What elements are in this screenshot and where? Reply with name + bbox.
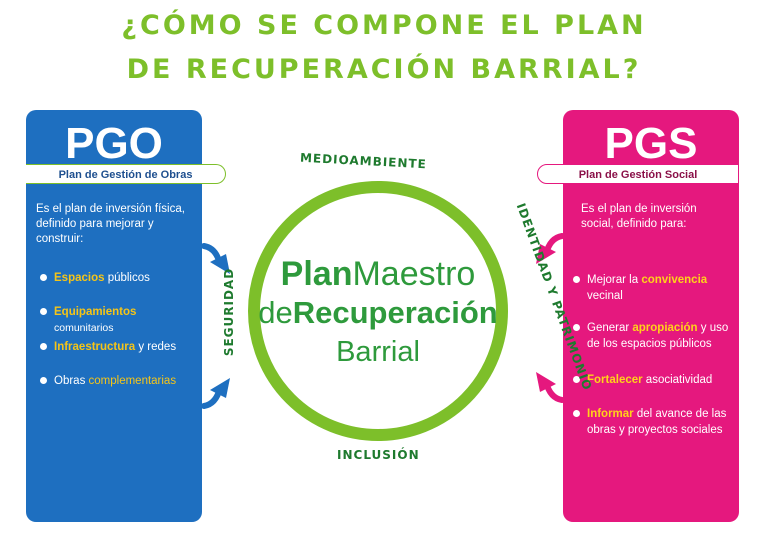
list-item: Generar apropiación y uso de los espacio…	[573, 320, 731, 352]
item-text: y redes	[135, 341, 177, 353]
item-text: asociatividad	[642, 374, 713, 386]
arrow-pgo-top-icon	[202, 243, 230, 274]
arrow-pgs-top-icon	[536, 233, 564, 264]
item-text: del avance de las obras y proyectos soci…	[587, 408, 727, 436]
bullet-icon	[40, 377, 47, 384]
item-keyword: convivencia	[641, 274, 708, 286]
plan-ring	[248, 181, 508, 441]
center-plan: Plan	[280, 255, 353, 293]
center-recuperacion: Recuperación	[292, 295, 498, 330]
item-keyword: Equipamientos	[54, 306, 137, 318]
title-line-2: DE RECUPERACIÓN BARRIAL?	[126, 54, 642, 85]
pgo-description: Es el plan de inversión física, definido…	[36, 203, 185, 245]
list-item: Equipamientos comunitarios	[40, 304, 198, 336]
item-keyword: apropiación	[632, 322, 698, 334]
ring-label-bottom: INCLUSIÓN	[337, 448, 420, 462]
center-maestro: Maestro	[352, 255, 476, 293]
center-line-2: deRecuperación	[245, 295, 511, 331]
bullet-icon	[573, 376, 580, 383]
pgs-acronym: PGS	[604, 119, 698, 168]
item-keyword: Infraestructura	[54, 341, 136, 353]
item-keyword: complementarias	[88, 375, 177, 387]
item-text: comunitarios	[54, 322, 114, 334]
bullet-icon	[40, 343, 47, 350]
center-de: de	[258, 295, 293, 330]
item-text: públicos	[104, 272, 150, 284]
item-keyword: Fortalecer	[587, 374, 643, 386]
bullet-icon	[573, 324, 580, 331]
pgo-panel: PGO Plan de Gestión de Obras Es el plan …	[26, 110, 226, 522]
arrow-pgo-bottom-icon	[202, 378, 230, 409]
bullet-icon	[573, 410, 580, 417]
pgo-subtitle: Plan de Gestión de Obras	[26, 164, 226, 184]
item-text: vecinal	[587, 290, 623, 302]
pgs-panel: PGS Plan de Gestión Social Es el plan de…	[537, 110, 739, 522]
list-item: Informar del avance de las obras y proye…	[573, 406, 731, 438]
center-line-3: Barrial	[336, 336, 420, 368]
bullet-icon	[573, 276, 580, 283]
item-keyword: Informar	[587, 408, 634, 420]
bullet-icon	[40, 274, 47, 281]
list-item: Mejorar la convivencia vecinal	[573, 272, 731, 304]
pgo-acronym: PGO	[65, 119, 163, 168]
item-text: y uso de los espacios públicos	[587, 322, 729, 350]
list-item: Infraestructura y redes	[40, 339, 198, 355]
item-text: Mejorar la	[587, 274, 642, 286]
pgs-subtitle: Plan de Gestión Social	[537, 164, 739, 184]
item-text: Obras	[54, 375, 89, 387]
arrow-pgs-bottom-icon	[536, 372, 564, 403]
list-item: Espacios públicos	[40, 270, 198, 286]
list-item: Fortalecer asociatividad	[573, 372, 731, 388]
list-item: Obras complementarias	[40, 373, 198, 389]
ring-label-top: MEDIOAMBIENTE	[299, 150, 428, 172]
item-keyword: Espacios	[54, 272, 105, 284]
bullet-icon	[40, 308, 47, 315]
title-line-1: ¿CÓMO SE COMPONE EL PLAN	[121, 10, 647, 41]
pgs-description: Es el plan de inversión social, definido…	[581, 203, 697, 230]
ring-label-left: SEGURIDAD	[222, 267, 237, 357]
item-text: Generar	[587, 322, 633, 334]
center-line-1: PlanMaestro	[245, 255, 511, 293]
